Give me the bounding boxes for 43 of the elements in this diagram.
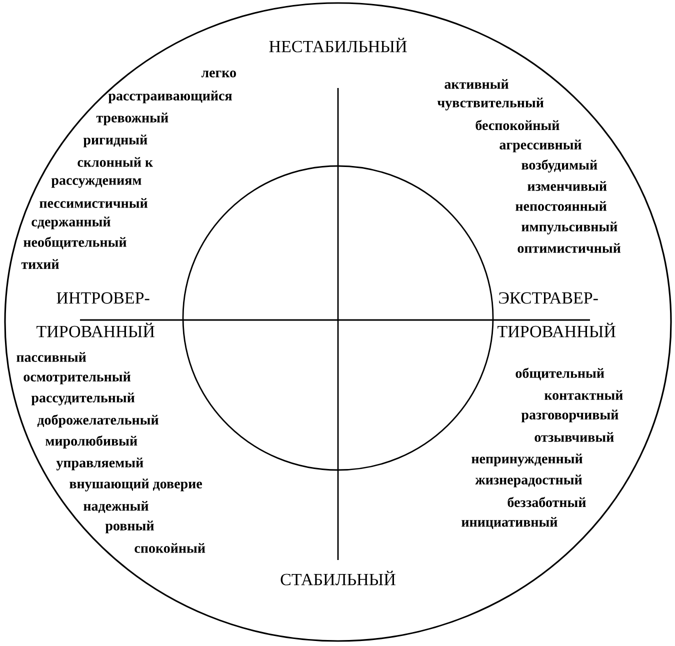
axis-label: НЕСТАБИЛЬНЫЙ [269,38,407,52]
trait-label: спокойный [134,543,206,553]
trait-label: активный [444,79,508,89]
trait-label: возбудимый [522,159,598,173]
trait-label: тихий [21,259,59,269]
trait-label: инициативный [462,516,558,530]
trait-label: сдержанный [32,216,110,230]
trait-label: надежный [84,500,148,514]
trait-label: внушающий доверие [70,478,202,492]
axis-label: ТИРОВАННЫЙ [498,322,616,338]
trait-label: ровный [105,520,154,534]
trait-label: склонный к [78,157,153,167]
trait-label: непостоянный [516,201,607,211]
trait-label: миролюбивый [46,436,138,448]
axis-label: ЭКСТРАВЕР- [499,292,598,304]
trait-label: агрессивный [500,140,582,152]
trait-label: чувствительный [437,98,544,110]
trait-label: ригидный [83,134,148,148]
trait-label: разговорчивый [521,410,618,422]
axis-label: ИНТРОВЕР- [56,292,150,304]
axis-label: ТИРОВАННЫЙ [36,322,154,338]
trait-label: оптимистичный [518,243,621,253]
trait-label: рассуждениям [51,178,142,188]
trait-label: управляемый [56,458,144,470]
axis-label: СТАБИЛЬНЫЙ [280,570,396,586]
trait-label: непринужденный [472,454,582,466]
trait-label: беспокойный [476,120,560,130]
trait-label: пессимистичный [40,198,148,208]
trait-label: изменчивый [528,181,607,191]
trait-label: доброжелательный [37,414,158,428]
trait-label: осмотрительный [24,372,130,384]
trait-label: тревожный [96,112,168,126]
trait-label: общительный [516,368,604,380]
trait-label: отзывчивый [534,432,614,442]
trait-label: рассудительный [31,392,135,406]
trait-label: пассивный [16,352,86,362]
trait-label: контактный [544,390,623,400]
trait-label: жизнерадостный [475,474,582,488]
trait-label: необщительный [24,236,126,250]
trait-label: беззаботный [508,496,586,508]
trait-label: импульсивный [522,222,618,234]
trait-label: расстраивающийся [108,90,232,104]
trait-label: легко [201,70,236,78]
